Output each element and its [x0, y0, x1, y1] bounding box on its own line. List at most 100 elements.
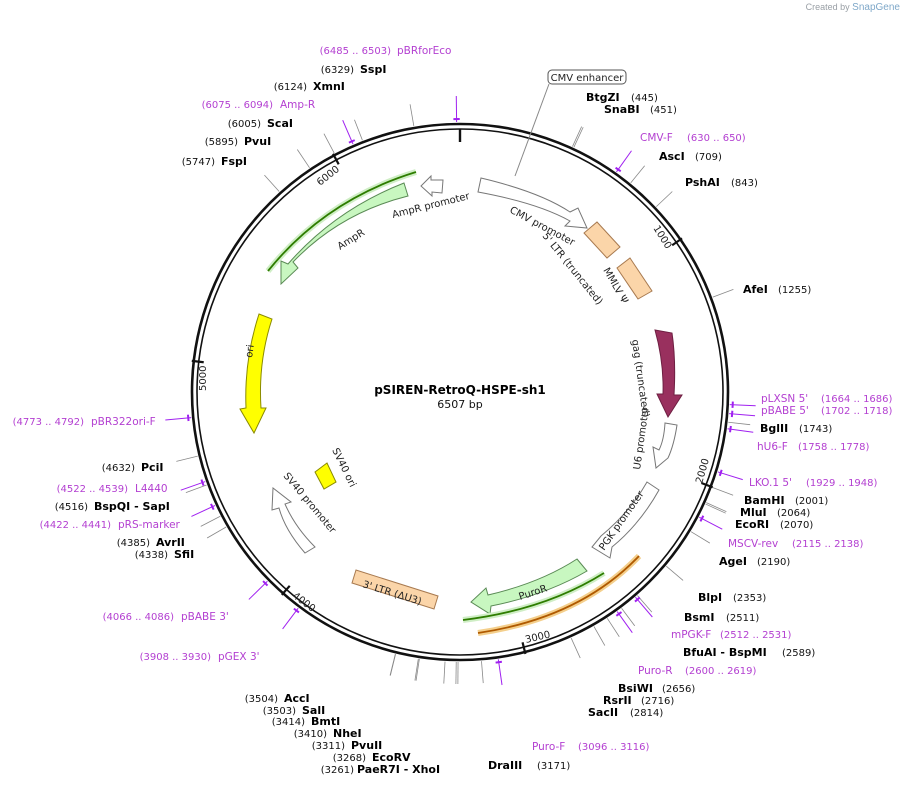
primer-pbrforeco[interactable]: pBRforEco	[397, 45, 451, 57]
enzyme-sspi[interactable]: SspI	[360, 63, 386, 76]
primer-puro-r[interactable]: Puro-R	[638, 665, 673, 677]
primer-mark-10[interactable]	[495, 660, 503, 664]
enzyme-bmti[interactable]: BmtI	[311, 715, 340, 728]
primer-mark-5[interactable]	[729, 425, 732, 433]
primer-puro-f[interactable]: Puro-F	[532, 741, 565, 753]
primer-mark-14[interactable]	[200, 479, 205, 486]
enzyme-afei[interactable]: AfeI	[743, 283, 768, 296]
primer-coord-puro-f: (3096 .. 3116)	[578, 742, 650, 753]
primer-mark-1[interactable]	[348, 139, 356, 144]
enzyme-nhei[interactable]: NheI	[333, 727, 362, 740]
feature-label-ori: ori	[244, 344, 257, 358]
enzyme-coord-sspi: (6329)	[321, 65, 354, 76]
primer-plxsn-5[interactable]: pLXSN 5'	[761, 393, 808, 405]
primer-leader-13	[191, 505, 216, 517]
enzyme-pshai[interactable]: PshAI	[685, 176, 720, 189]
primer-arc-puro-forward-line	[462, 572, 605, 621]
primer-leader-12	[248, 580, 268, 600]
enzyme-sacii[interactable]: SacII	[588, 706, 618, 719]
feature-label-ampr: AmpR	[336, 227, 367, 252]
primer-leader-8	[635, 596, 653, 618]
enzyme-rsrii[interactable]: RsrII	[603, 694, 632, 707]
enzyme-coord-ecorv: (3268)	[333, 753, 366, 764]
enzyme-draiii[interactable]: DraIII	[488, 759, 522, 772]
enzyme-coord-fspi: (5747)	[182, 157, 215, 168]
primer-leader-5	[727, 428, 754, 433]
enzyme-coord-btgzi: (445)	[631, 93, 658, 104]
enzyme-agei[interactable]: AgeI	[719, 555, 747, 568]
tick-label-5000: 5000	[198, 366, 209, 391]
tick-label-1000: 1000	[650, 224, 673, 251]
feature-u6-promoter[interactable]	[652, 422, 678, 469]
primer-mpgk-f[interactable]: mPGK-F	[671, 629, 711, 641]
enzyme-xmni[interactable]: XmnI	[313, 80, 345, 93]
enzyme-pcii[interactable]: PciI	[141, 461, 163, 474]
primer-mark-11[interactable]	[293, 607, 300, 614]
primer-cmv-f[interactable]: CMV-F	[640, 132, 673, 144]
feature-pgk-promoter[interactable]	[591, 481, 660, 559]
primer-mscv-rev[interactable]: MSCV-rev	[728, 538, 778, 550]
snapgene-credit: Created by SnapGene	[806, 2, 900, 13]
primer-mark-2[interactable]	[615, 166, 622, 173]
primer-mark-4[interactable]	[730, 410, 734, 418]
enzyme-snabi[interactable]: SnaBI	[604, 103, 640, 116]
primer-l4440[interactable]: L4440	[135, 483, 168, 495]
enzyme-sali[interactable]: SalI	[302, 704, 325, 717]
enzyme-avrii[interactable]: AvrII	[156, 536, 185, 549]
enzyme-bspqi-sapi[interactable]: BspQI - SapI	[94, 500, 170, 513]
feature-ori[interactable]	[239, 313, 273, 435]
enzyme-ecorv[interactable]: EcoRV	[372, 751, 411, 764]
enzyme-leader-26	[414, 658, 419, 681]
enzyme-ecori[interactable]: EcoRI	[735, 518, 769, 531]
enzyme-sfii[interactable]: SfiI	[174, 548, 194, 561]
enzyme-coord-bfuai-bspmi: (2589)	[782, 648, 815, 659]
primer-pbabe-3[interactable]: pBABE 3'	[181, 611, 229, 623]
enzyme-leader-12	[706, 502, 727, 513]
enzyme-bsiwi[interactable]: BsiWI	[618, 682, 653, 695]
enzyme-asci[interactable]: AscI	[659, 150, 685, 163]
cmv-enhancer-leader	[514, 83, 550, 177]
enzyme-paer7i-xhoi[interactable]: PaeR7I - XhoI	[357, 763, 440, 776]
primer-mark-13[interactable]	[210, 503, 215, 511]
enzyme-bglii[interactable]: BglII	[760, 422, 788, 435]
features	[239, 169, 683, 636]
enzyme-fspi[interactable]: FspI	[221, 155, 247, 168]
primer-lko1-5[interactable]: LKO.1 5'	[749, 477, 792, 489]
primer-pgex-3[interactable]: pGEX 3'	[218, 651, 260, 663]
feature-cmv-promoter[interactable]	[477, 177, 588, 229]
primer-mark-9[interactable]	[615, 611, 623, 617]
enzyme-bamhi[interactable]: BamHI	[744, 494, 785, 507]
enzyme-blpi[interactable]: BlpI	[698, 591, 722, 604]
enzyme-bfuai-bspmi[interactable]: BfuAI - BspMI	[683, 646, 767, 659]
feature-3ltr[interactable]	[351, 569, 439, 610]
enzyme-bsmi[interactable]: BsmI	[684, 611, 715, 624]
feature-5ltr[interactable]	[583, 221, 621, 259]
feature-ampr[interactable]	[280, 182, 409, 286]
enzyme-btgzi[interactable]: BtgZI	[586, 91, 620, 104]
enzyme-leader-0	[409, 104, 415, 127]
enzyme-leader-2	[323, 133, 335, 154]
feature-sv40-promoter[interactable]	[271, 487, 316, 554]
primer-mark-8[interactable]	[634, 596, 641, 603]
feature-sv40-ori[interactable]	[314, 462, 337, 490]
primer-mark-6[interactable]	[718, 469, 723, 477]
primer-mark-7[interactable]	[699, 515, 705, 522]
enzyme-acci[interactable]: AccI	[284, 692, 310, 705]
enzyme-scai[interactable]: ScaI	[267, 117, 293, 130]
enzyme-leader-6	[573, 127, 584, 148]
primer-prs-marker[interactable]: pRS-marker	[118, 519, 181, 531]
feature-ampr-promoter[interactable]	[420, 174, 444, 198]
primer-pbabe-5[interactable]: pBABE 5'	[761, 405, 809, 417]
primer-leader-9	[616, 611, 633, 633]
primer-marks	[165, 96, 756, 686]
enzyme-mlui[interactable]: MluI	[740, 506, 767, 519]
primer-mark-15[interactable]	[186, 414, 190, 422]
feature-gag[interactable]	[654, 329, 683, 419]
primer-amp-r[interactable]: Amp-R	[280, 99, 315, 111]
enzyme-pvui[interactable]: PvuI	[244, 135, 271, 148]
feature-mmlv-psi[interactable]	[616, 257, 653, 300]
enzyme-pvuii[interactable]: PvuII	[351, 739, 382, 752]
primer-pbr322ori-f[interactable]: pBR322ori-F	[91, 416, 156, 428]
primer-hu6-f[interactable]: hU6-F	[757, 441, 788, 453]
primer-mark-12[interactable]	[262, 580, 269, 587]
